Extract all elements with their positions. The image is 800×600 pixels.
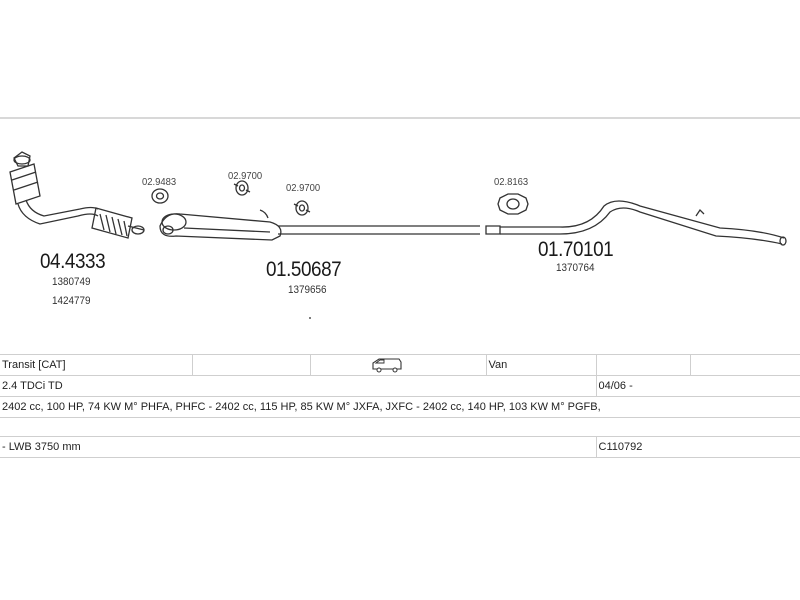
ref-number: 1379656 [288,284,327,296]
fitting-code: 02.8163 [494,176,529,188]
ref-number: 1370764 [556,262,595,274]
fitting-flange-1 [497,193,529,215]
part-code-front: 04.4333 [40,250,106,273]
table-row: 2402 cc, 100 HP, 74 KW M° PHFA, PHFC - 2… [0,396,800,418]
exhaust-diagram: 04.4333 01.50687 01.70101 1380749 142477… [9,151,787,319]
engine-variants-cell: 2402 cc, 100 HP, 74 KW M° PHFA, PHFC - 2… [0,396,800,418]
catalog-code-cell: C110792 [596,436,800,458]
part-code-middle: 01.50687 [266,258,342,281]
table-row: 2.4 TDCi TD 04/06 - [0,375,800,397]
van-icon [371,358,402,373]
fitting-clamp-1 [151,188,169,204]
table-row: Transit [CAT] Van [0,354,800,376]
fitting-mount-1 [233,180,251,196]
top-divider [0,117,800,119]
part-code-rear: 01.70101 [538,238,614,261]
rear-pipe-part [485,200,787,246]
exhaust-drawing [9,151,787,319]
fitting-code: 02.9483 [142,176,177,188]
wheelbase-cell: - LWB 3750 mm [0,436,597,458]
fitting-code: 02.9700 [286,182,321,194]
years-cell: 04/06 - [596,375,800,397]
engine-cell: 2.4 TDCi TD [0,375,597,397]
body-type-cell: Van [486,354,597,376]
vehicle-info-table: Transit [CAT] Van 2.4 TDCi TD 04/06 - 24… [0,354,800,458]
table-row [0,417,800,437]
body-icon-cell [310,354,487,376]
catalytic-converter-part [9,151,145,239]
table-row: - LWB 3750 mm C110792 [0,436,800,458]
middle-silencer-part [159,209,480,241]
model-cell: Transit [CAT] [0,354,193,376]
fitting-code: 02.9700 [228,170,263,182]
ref-number: 1424779 [52,295,91,307]
ref-number: 1380749 [52,276,91,288]
fitting-mount-2 [293,200,311,216]
